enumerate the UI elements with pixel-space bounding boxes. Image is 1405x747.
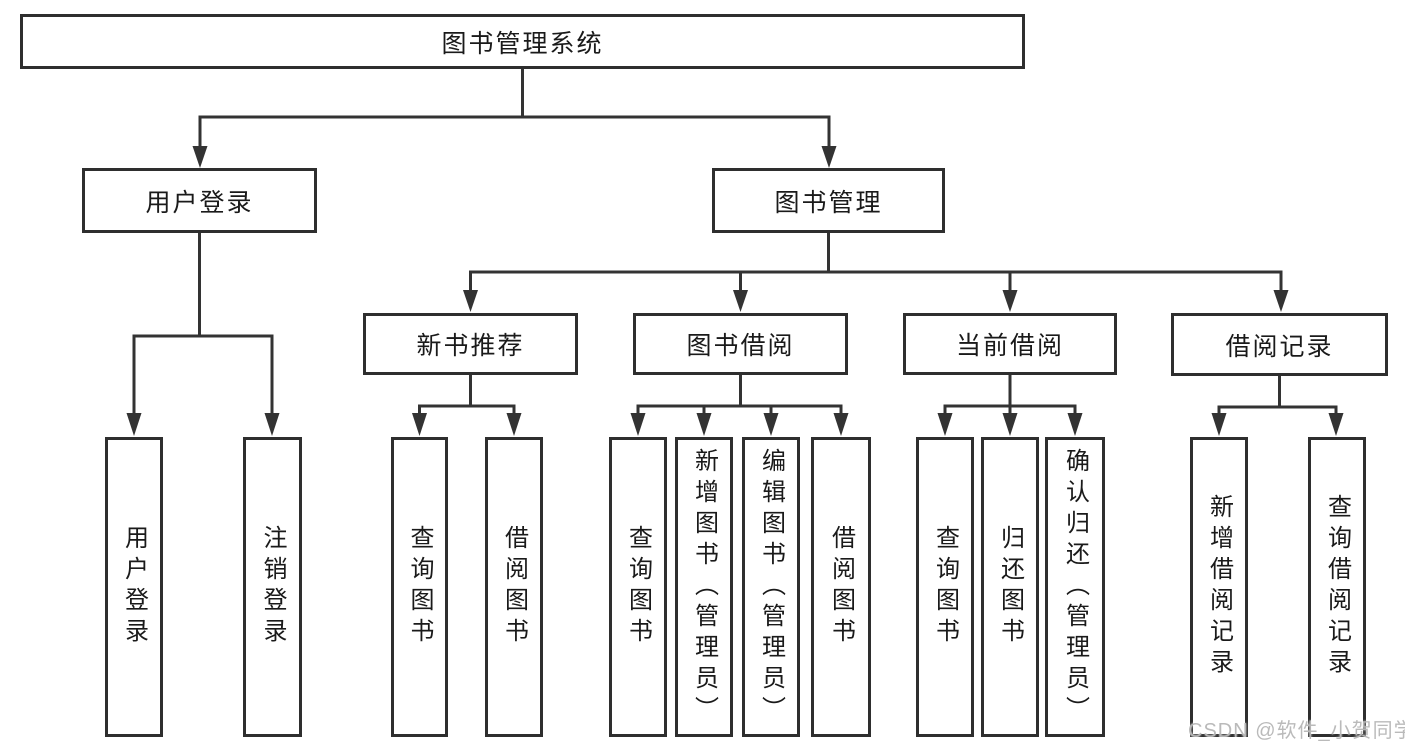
arrow-leaf-add-book [696,413,712,436]
leaf-add-borrow-record: 新增借阅记录 [1190,437,1248,737]
leaf-query-borrow-record: 查询借阅记录 [1308,437,1366,737]
arrow-leaf-edit-book [763,413,779,436]
branch-level2 [198,115,831,150]
arrow-leaf-logout [264,413,280,436]
node-new-book-recommend: 新书推荐 [363,313,578,375]
arrow-leaf-query-3 [937,413,953,436]
leaf-confirm-return-admin: 确认归还（管理员） [1045,437,1105,737]
branch-borrow-record-children [1217,405,1338,417]
node-book-borrow: 图书借阅 [633,313,848,375]
leaf-borrow-books-recommend: 借阅图书 [485,437,543,737]
branch-level3 [469,270,1283,293]
node-current-borrow: 当前借阅 [903,313,1117,375]
node-book-management: 图书管理 [712,168,945,233]
arrow-leaf-return-book [1002,413,1018,436]
csdn-watermark: CSDN @软件_小贺同学 [1188,720,1405,742]
arrow-leaf-user-login [126,413,142,436]
arrow-borrow-record [1273,290,1289,312]
leaf-add-book-admin: 新增图书（管理员） [675,437,733,737]
arrow-current-borrow [1002,290,1018,312]
branch-book-borrow-children [636,404,843,416]
arrow-book-borrow [733,290,748,312]
leaf-query-books-borrow: 查询图书 [609,437,667,737]
leaf-query-books-recommend: 查询图书 [391,437,448,737]
node-root-library-system: 图书管理系统 [20,14,1025,69]
leaf-edit-book-admin: 编辑图书（管理员） [742,437,800,737]
branch-new-book-children [418,404,516,416]
arrow-leaf-borrow-1 [506,413,522,436]
arrowheads [126,146,1344,436]
leaf-query-books-current: 查询图书 [916,437,974,737]
arrow-book-management [821,146,837,168]
arrow-leaf-query-1 [412,413,427,436]
leaf-return-book: 归还图书 [981,437,1039,737]
leaf-user-login: 用户登录 [105,437,163,737]
leaf-borrow-books: 借阅图书 [811,437,871,737]
arrow-leaf-query-record [1328,413,1344,436]
node-borrow-records: 借阅记录 [1171,313,1388,376]
arrow-leaf-query-2 [630,413,646,436]
arrow-user-login [192,146,208,168]
arrow-leaf-confirm-return [1067,413,1083,436]
node-user-login: 用户登录 [82,168,317,233]
arrow-new-book [463,290,478,312]
connector-strokes [132,67,1338,417]
branch-user-login-children [132,334,274,415]
arrow-leaf-borrow-2 [833,413,849,436]
leaf-logout: 注销登录 [243,437,302,737]
arrow-leaf-add-record [1211,413,1227,436]
